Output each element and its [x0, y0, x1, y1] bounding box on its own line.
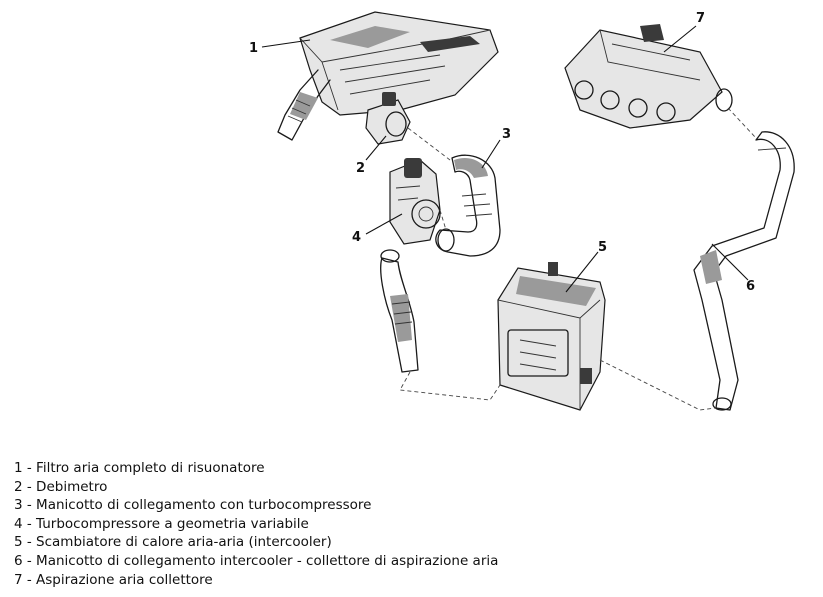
leader-line-4: [365, 213, 403, 235]
legend-item-5: 5 - Scambiatore di calore aria-aria (int…: [14, 534, 332, 551]
intercooler-manifold-hose: [693, 131, 795, 411]
callout-3: 3: [502, 127, 511, 142]
legend-item-1: 1 - Filtro aria completo di risuonatore: [14, 460, 265, 476]
intake-manifold: [564, 24, 733, 129]
turbocharger: [389, 158, 441, 245]
legend-item-7: 7 - Aspirazione aria collettore: [14, 571, 213, 588]
turbo-intercooler-hose: [380, 249, 419, 373]
connection-manifold-to-hose: [727, 107, 757, 139]
legend-item-2: 2 - Debimetro: [14, 478, 108, 495]
connection-turbo-hose: [439, 209, 447, 231]
parts-legend: 1 - Filtro aria completo di risuonatore …: [14, 459, 498, 589]
callout-5: 5: [598, 240, 607, 255]
air-filter-assembly: [277, 11, 499, 141]
legend-item-4: 4 - Turbocompressore a geometria variabi…: [14, 515, 309, 532]
legend-item-3: 3 - Manicotto di collegamento con turboc…: [14, 497, 372, 514]
callout-2: 2: [356, 161, 365, 176]
leader-line-2: [365, 135, 387, 161]
intercooler: [497, 262, 606, 411]
connection-intercooler-to-hose: [599, 359, 717, 411]
leader-line-6: [711, 243, 749, 281]
callout-1: 1: [249, 41, 258, 56]
connection-hose-to-intercooler: [399, 371, 501, 401]
callout-4: 4: [352, 230, 361, 245]
leader-line-7: [663, 25, 697, 53]
callout-6: 6: [746, 279, 755, 294]
intake-system-diagram: 1 2 3 4 5 6 7: [249, 11, 795, 411]
callout-7: 7: [696, 11, 705, 26]
turbo-connecting-hose: [435, 154, 501, 257]
air-flow-meter: [365, 92, 411, 145]
leader-line-1: [261, 39, 311, 48]
leader-line-5: [565, 251, 599, 293]
connection-filter-to-hose: [407, 127, 451, 161]
legend-item-6: 6 - Manicotto di collegamento intercoole…: [14, 552, 499, 569]
leader-line-3: [481, 139, 501, 169]
